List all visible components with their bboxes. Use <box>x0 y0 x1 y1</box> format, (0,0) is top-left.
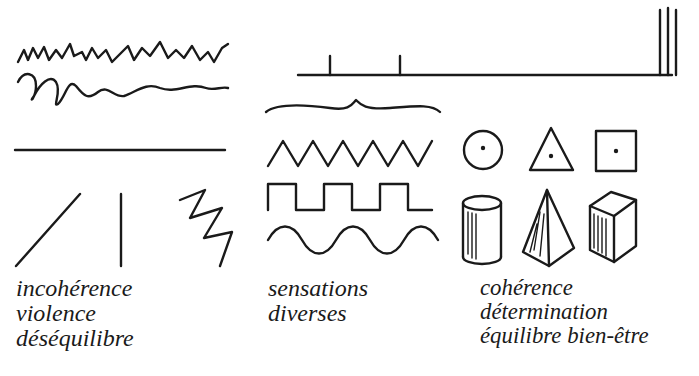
vertical-line <box>120 194 122 266</box>
center-dot <box>614 149 618 153</box>
tall-line <box>659 10 661 75</box>
center-dot <box>549 154 553 158</box>
cube-shape <box>590 192 636 262</box>
tall-line <box>675 10 677 75</box>
tick-line <box>329 56 331 75</box>
circle-shape <box>464 131 502 169</box>
tall-line <box>667 8 669 75</box>
pyramid-shape <box>523 190 574 266</box>
triangle-shape <box>530 128 573 170</box>
square-wave <box>268 184 432 210</box>
caption-text: incohérence violence déséquilibre <box>16 276 166 351</box>
horizontal-line <box>15 149 225 151</box>
caption-text: sensations diverses <box>268 276 398 326</box>
tick-line <box>399 56 401 75</box>
gentle-wave <box>266 100 440 112</box>
sine-wave <box>268 227 438 254</box>
zigzag-line <box>268 141 432 166</box>
center-dot <box>481 146 485 150</box>
cylinder-shape <box>463 196 501 264</box>
squiggle-line <box>18 74 228 105</box>
jagged-line <box>18 42 228 62</box>
caption-text: cohérence détermination équilibre bien-ê… <box>480 276 650 347</box>
square-shape <box>596 131 636 171</box>
base-line <box>298 74 672 76</box>
zigzag-descending <box>180 190 232 266</box>
diagonal-line <box>16 194 80 266</box>
